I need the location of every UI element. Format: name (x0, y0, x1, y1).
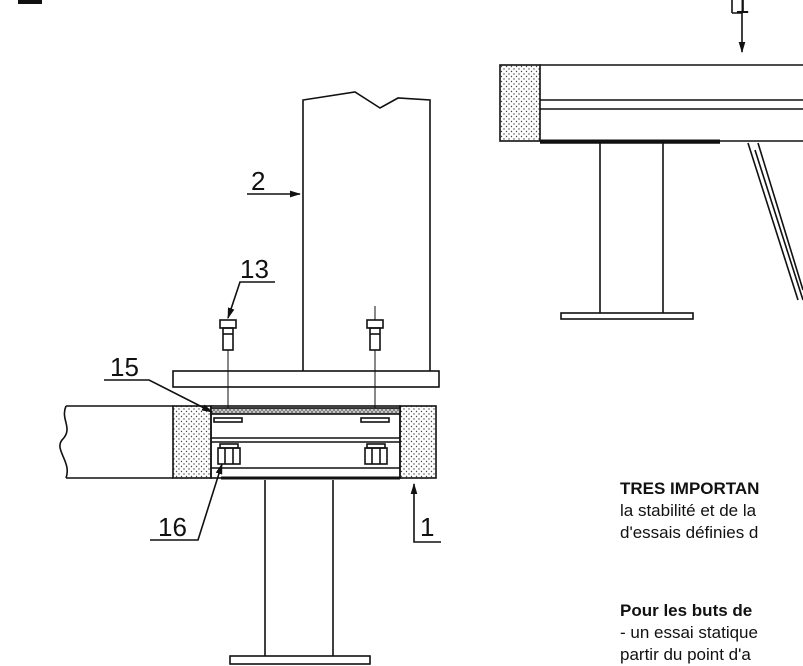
leader-15 (104, 379, 213, 413)
body-line-4: partir du point d'a (620, 645, 751, 664)
crossbar-end-insulation (499, 64, 541, 142)
base-plate (172, 370, 440, 388)
subheading-text: Pour les buts de (620, 601, 753, 620)
callout-16: 16 (158, 512, 187, 542)
heading-text: TRES IMPORTAN (620, 479, 760, 498)
post-2-outline (302, 91, 431, 371)
callout-13: 13 (240, 254, 269, 284)
leader-1-top (732, 12, 746, 54)
top-right-view (499, 64, 803, 320)
crossbar-left-extension (59, 405, 173, 479)
crossbar-insulation-left (172, 405, 212, 479)
leader-16 (150, 462, 223, 541)
left-detail-view (59, 91, 441, 665)
bolt-right (366, 306, 384, 412)
body-line-3: - un essai statique (620, 623, 758, 642)
leader-13 (227, 281, 275, 320)
crossbar-insulation-right (399, 405, 437, 479)
leader-1-bottom (410, 482, 441, 543)
callout-15: 15 (110, 352, 139, 382)
callout-1-top: 1 (735, 0, 750, 19)
nut-left (217, 443, 241, 465)
bolt-left (219, 319, 237, 412)
gasket-15 (210, 407, 401, 415)
body-line-1: la stabilité et de la (620, 501, 757, 520)
corner-mark (18, 0, 42, 4)
nut-right (364, 443, 388, 465)
foot-plate (229, 655, 371, 665)
callout-2: 2 (251, 166, 266, 196)
body-line-2: d'essais définies d (620, 523, 759, 542)
callout-1-bottom: 1 (420, 512, 435, 542)
